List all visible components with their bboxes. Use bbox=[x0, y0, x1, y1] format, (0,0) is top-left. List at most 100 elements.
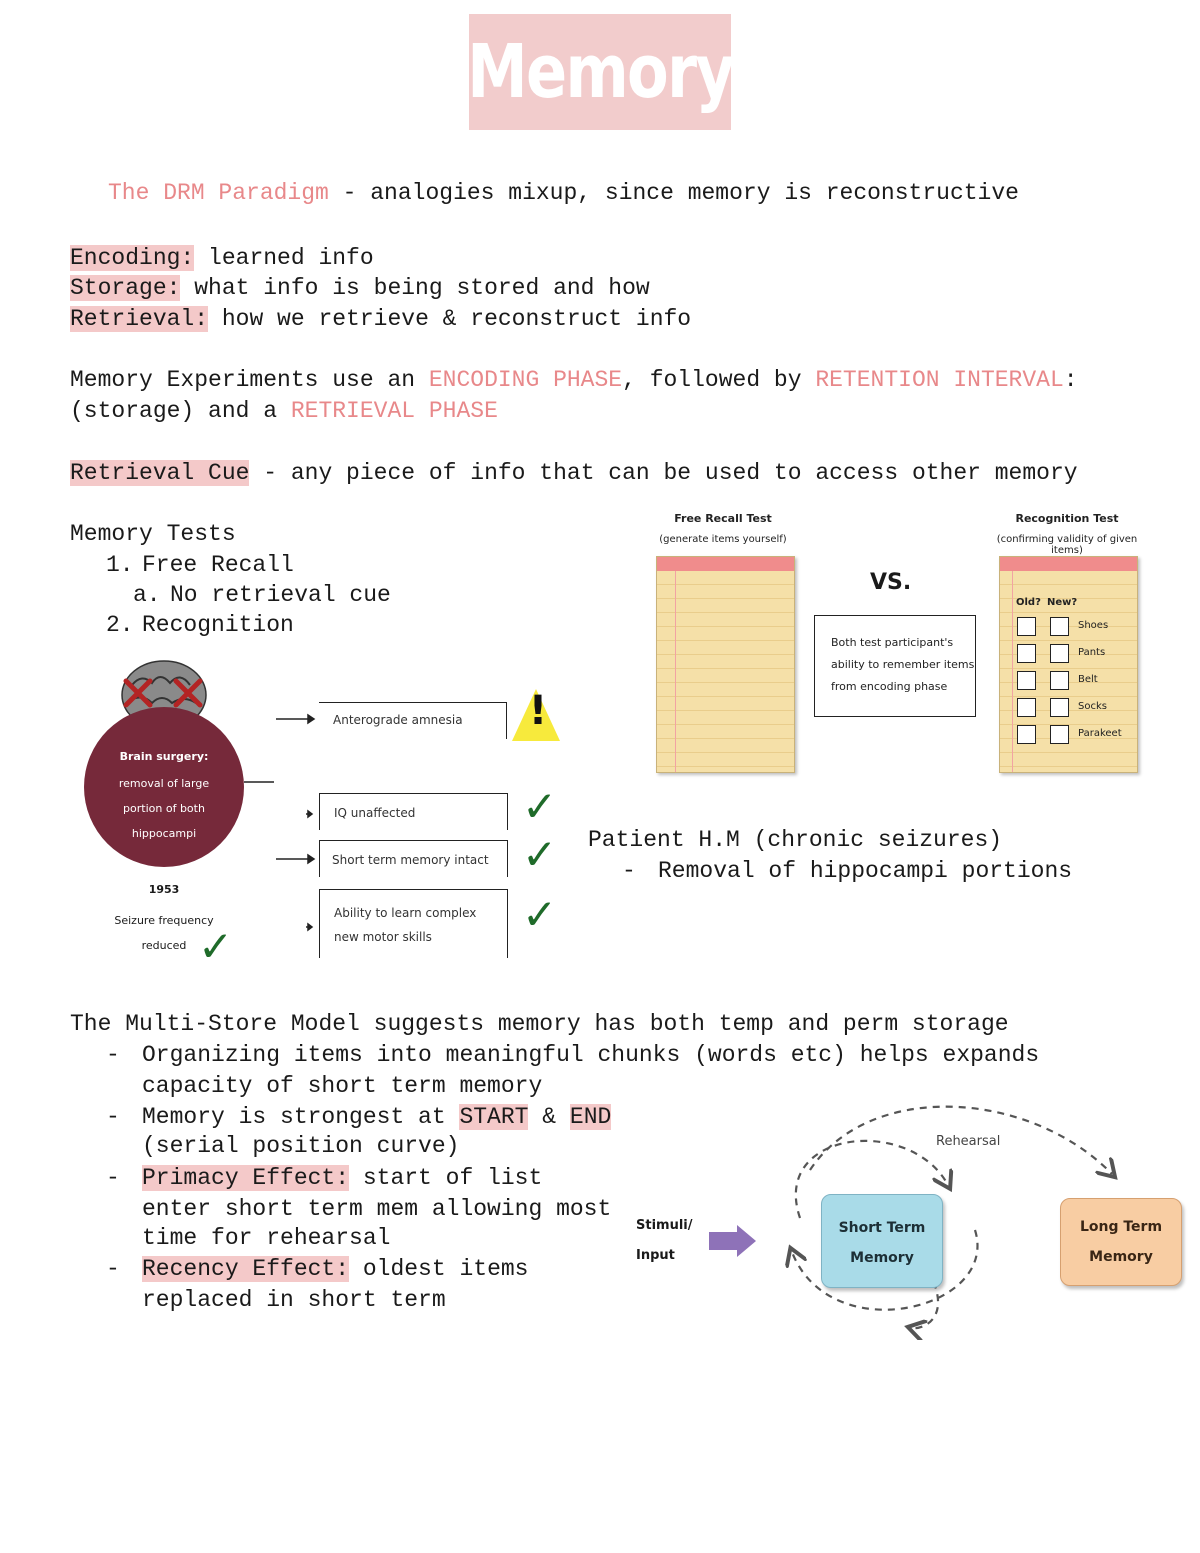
new-checkbox[interactable] bbox=[1050, 671, 1069, 690]
free-recall-title: Free Recall Test bbox=[674, 512, 772, 525]
retention-interval: RETENTION INTERVAL bbox=[815, 367, 1064, 393]
old-checkbox[interactable] bbox=[1017, 617, 1036, 636]
bullet-text: time for rehearsal bbox=[142, 1225, 391, 1251]
new-checkbox[interactable] bbox=[1050, 698, 1069, 717]
outcome-text: Short term memory intact bbox=[332, 853, 489, 867]
bullet-text: Organizing items into meaningful chunks … bbox=[142, 1042, 1040, 1068]
rehearsal-loop-bottom bbox=[792, 1229, 979, 1311]
page-title: Memory bbox=[466, 29, 735, 115]
outcome-text: Ability to learn complex bbox=[334, 906, 477, 920]
experiments-text: (storage) and a bbox=[70, 398, 291, 424]
outcome-box-motor: Ability to learn complex new motor skill… bbox=[319, 889, 508, 958]
test-subitem-num: a. bbox=[133, 582, 161, 608]
experiments-text: Memory Experiments use an bbox=[70, 367, 429, 393]
recognition-word: Pants bbox=[1078, 647, 1106, 658]
ltm-label: Long Term bbox=[1079, 1219, 1163, 1235]
recognition-row: Socks bbox=[1017, 698, 1107, 722]
bullet-start-end: Memory is strongest at START & END bbox=[142, 1102, 612, 1132]
retrieval-cue-text: - any piece of info that can be used to … bbox=[249, 460, 1078, 486]
free-recall-notepad bbox=[656, 556, 795, 773]
encoding-phase: ENCODING PHASE bbox=[428, 367, 623, 393]
check-icon: ✓ bbox=[522, 782, 558, 831]
recognition-word: Belt bbox=[1078, 674, 1098, 685]
old-checkbox[interactable] bbox=[1017, 698, 1036, 717]
notepad-margin bbox=[675, 571, 676, 772]
long-term-memory-box: Long Term Memory bbox=[1060, 1198, 1182, 1286]
experiments-text: : bbox=[1063, 367, 1078, 393]
bullet-dash: - bbox=[106, 1256, 120, 1282]
encoding-text: learned info bbox=[194, 245, 374, 271]
warning-icon bbox=[512, 689, 560, 741]
recognition-subtitle: (confirming validity of given items) bbox=[996, 534, 1138, 556]
recognition-word: Parakeet bbox=[1078, 728, 1122, 739]
both-test-line: ability to remember items bbox=[831, 658, 975, 671]
old-checkbox[interactable] bbox=[1017, 644, 1036, 663]
check-icon: ✓ bbox=[522, 890, 558, 939]
circle-title: Brain surgery: bbox=[119, 750, 209, 763]
bullet-text: enter short term mem allowing most bbox=[142, 1196, 612, 1222]
warning-mark: ! bbox=[528, 688, 548, 734]
patient-hm-line: Patient H.M (chronic seizures) bbox=[588, 827, 1003, 853]
bullet-dash: - bbox=[106, 1165, 120, 1191]
recognition-word: Shoes bbox=[1078, 620, 1109, 631]
recognition-notepad: Old? New? Shoes Pants Belt Socks Parakee… bbox=[999, 556, 1138, 773]
retrieval-text: how we retrieve & reconstruct info bbox=[208, 306, 692, 332]
memory-tests-heading: Memory Tests bbox=[70, 521, 236, 547]
both-test-box: Both test participant's ability to remem… bbox=[814, 615, 976, 717]
new-checkbox[interactable] bbox=[1050, 725, 1069, 744]
year-label: 1953 bbox=[148, 883, 180, 896]
retrieval-cue-line: Retrieval Cue - any piece of info that c… bbox=[70, 458, 1078, 488]
experiments-text: , followed by bbox=[622, 367, 816, 393]
recognition-row: Parakeet bbox=[1017, 725, 1122, 749]
test-subitem-no-cue: No retrieval cue bbox=[170, 582, 391, 608]
seizure-line: Seizure frequency bbox=[114, 914, 214, 927]
outcome-box-iq: IQ unaffected bbox=[319, 793, 508, 830]
old-checkbox[interactable] bbox=[1017, 725, 1036, 744]
new-checkbox[interactable] bbox=[1050, 617, 1069, 636]
old-label: Old? bbox=[1016, 597, 1041, 608]
stm-label: Memory bbox=[850, 1250, 914, 1266]
retrieval-cue-label: Retrieval Cue bbox=[70, 460, 250, 486]
bullet-text: (serial position curve) bbox=[142, 1133, 460, 1159]
short-term-memory-box: Short Term Memory bbox=[821, 1194, 943, 1288]
bullet-dash: - bbox=[106, 1104, 120, 1130]
notepad-band bbox=[657, 557, 794, 571]
input-arrow-icon bbox=[709, 1225, 756, 1257]
hm-diagram-lines bbox=[84, 660, 560, 932]
rehearsal-label: Rehearsal bbox=[936, 1134, 1001, 1149]
x-mark-icon bbox=[123, 678, 203, 708]
check-icon: ✓ bbox=[198, 922, 234, 971]
experiments-line-2: (storage) and a RETRIEVAL PHASE bbox=[70, 396, 498, 426]
bullet-text: capacity of short term memory bbox=[142, 1073, 543, 1099]
rehearsal-loop-top bbox=[794, 1139, 948, 1219]
bullet-text: Memory is strongest at bbox=[142, 1104, 460, 1130]
brain-surgery-circle bbox=[84, 707, 244, 867]
drm-line: The DRM Paradigm - analogies mixup, sinc… bbox=[108, 178, 1019, 208]
rehearsal-arc-to-ltm bbox=[809, 1105, 1112, 1174]
outcome-text: IQ unaffected bbox=[334, 806, 416, 820]
stimuli-label: Stimuli/ bbox=[636, 1218, 693, 1233]
arrow-icon bbox=[276, 713, 316, 932]
test-item-num: 1. bbox=[106, 552, 134, 578]
seizure-line: reduced bbox=[141, 939, 187, 952]
notepad-band bbox=[1000, 557, 1137, 571]
start-highlight: START bbox=[459, 1104, 529, 1130]
retrieval-phase: RETRIEVAL PHASE bbox=[290, 398, 498, 424]
storage-line: Storage: what info is being stored and h… bbox=[70, 273, 650, 303]
old-checkbox[interactable] bbox=[1017, 671, 1036, 690]
drm-label: The DRM Paradigm bbox=[108, 180, 329, 206]
check-icon: ✓ bbox=[522, 830, 558, 879]
outcome-text: Anterograde amnesia bbox=[333, 713, 463, 727]
ltm-label: Memory bbox=[1089, 1249, 1153, 1265]
bullet-dash: - bbox=[106, 1042, 120, 1068]
bullet-text: replaced in short term bbox=[142, 1287, 446, 1313]
input-label: Input bbox=[636, 1248, 675, 1263]
recognition-word: Socks bbox=[1078, 701, 1107, 712]
new-checkbox[interactable] bbox=[1050, 644, 1069, 663]
primacy-label: Primacy Effect: bbox=[142, 1165, 350, 1191]
notepad-margin bbox=[1012, 571, 1013, 772]
both-test-line: Both test participant's bbox=[831, 636, 954, 649]
multistore-diagram-lines bbox=[709, 1105, 1170, 1340]
bullet-text: oldest items bbox=[349, 1256, 529, 1282]
outcome-box-stm: Short term memory intact bbox=[319, 840, 508, 877]
